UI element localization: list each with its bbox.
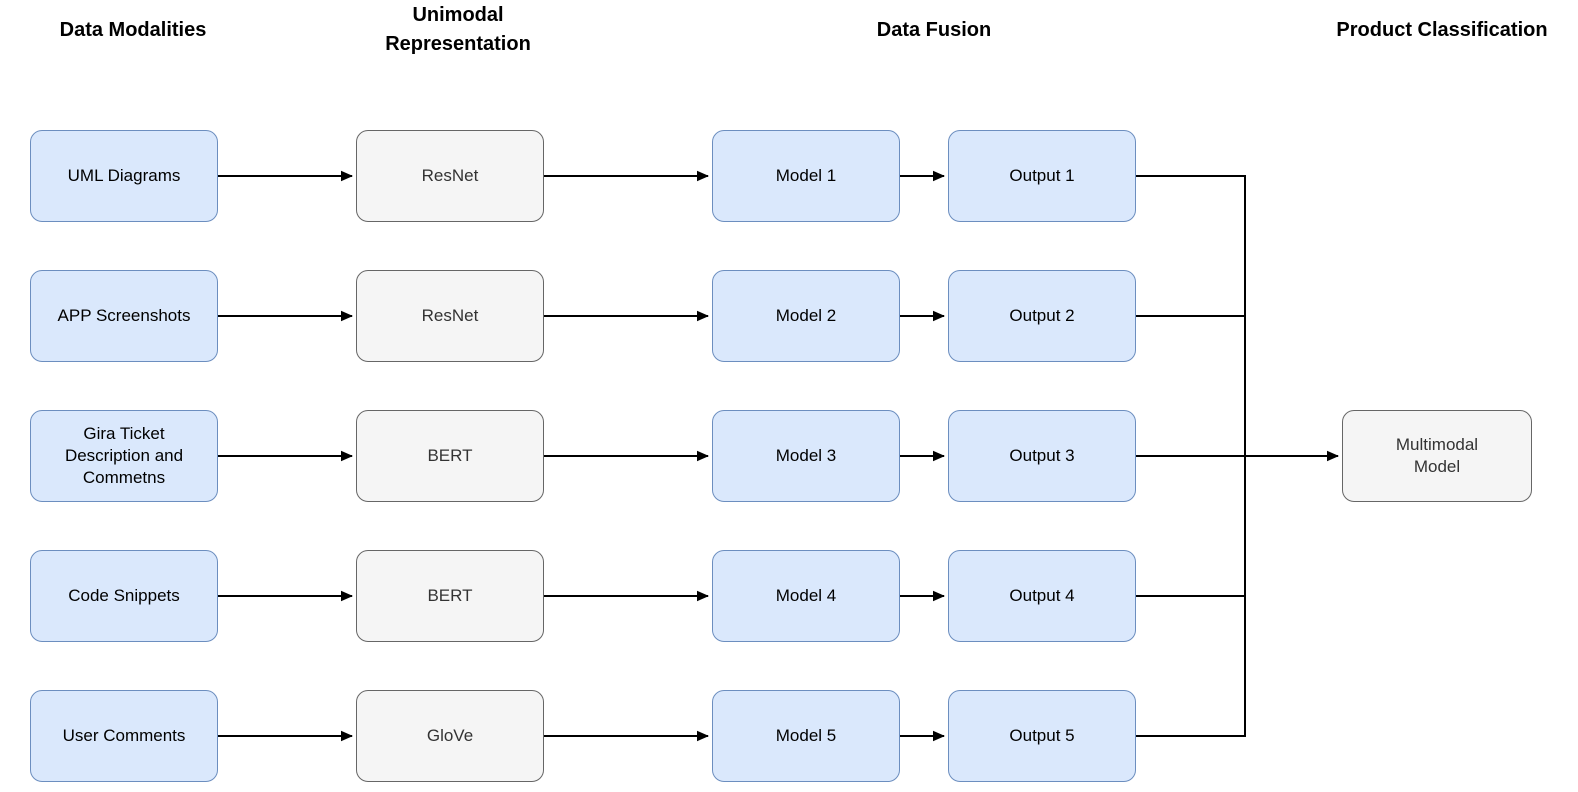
node-modality-code-snippets: Code Snippets [30, 550, 218, 642]
node-output-5: Output 5 [948, 690, 1136, 782]
node-model-1: Model 1 [712, 130, 900, 222]
column-header-unimodal-representation: Unimodal Representation [385, 4, 531, 55]
node-output-1: Output 1 [948, 130, 1136, 222]
node-encoder-bert-1: BERT [356, 410, 544, 502]
node-modality-gira-ticket: Gira Ticket Description and Commetns [30, 410, 218, 502]
node-modality-uml-diagrams: UML Diagrams [30, 130, 218, 222]
column-header-data-fusion: Data Fusion [876, 19, 992, 41]
node-model-2: Model 2 [712, 270, 900, 362]
node-output-3: Output 3 [948, 410, 1136, 502]
node-encoder-resnet-1: ResNet [356, 130, 544, 222]
column-header-data-modalities: Data Modalities [59, 19, 207, 41]
node-model-4: Model 4 [712, 550, 900, 642]
column-header-product-classification: Product Classification [1336, 19, 1548, 41]
node-encoder-glove: GloVe [356, 690, 544, 782]
node-modality-app-screenshots: APP Screenshots [30, 270, 218, 362]
node-model-3: Model 3 [712, 410, 900, 502]
node-multimodal-model: Multimodal Model [1342, 410, 1532, 502]
node-output-2: Output 2 [948, 270, 1136, 362]
node-encoder-resnet-2: ResNet [356, 270, 544, 362]
node-modality-user-comments: User Comments [30, 690, 218, 782]
node-multimodal-model-label: Multimodal Model [1395, 435, 1479, 476]
node-encoder-bert-2: BERT [356, 550, 544, 642]
node-model-5: Model 5 [712, 690, 900, 782]
node-output-4: Output 4 [948, 550, 1136, 642]
